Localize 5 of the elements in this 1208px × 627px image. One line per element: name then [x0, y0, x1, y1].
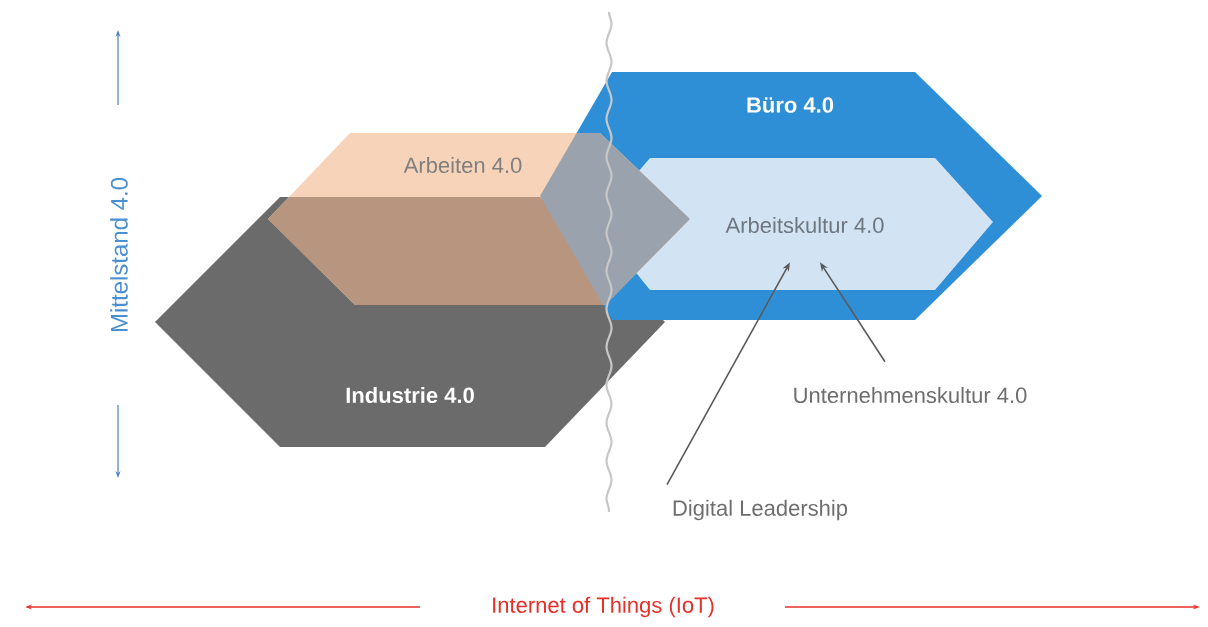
- hexagon: Arbeiten 4.0: [268, 133, 690, 305]
- node-label: Arbeiten 4.0: [403, 156, 522, 174]
- callout-text: Digital Leadership: [673, 499, 848, 521]
- axis-label: Internet of Things (IoT): [493, 596, 714, 618]
- axis-label: Mittelstand 4.0: [110, 177, 128, 332]
